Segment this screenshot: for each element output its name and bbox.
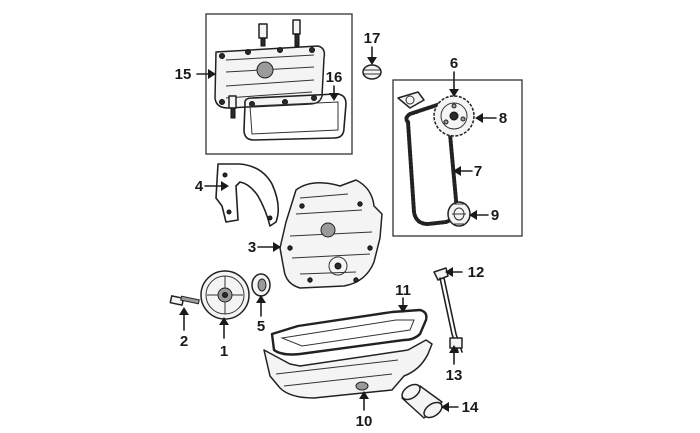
dipstick-assembly [433, 267, 463, 353]
crankshaft-sprocket [447, 201, 471, 227]
callout-2: 2 [180, 333, 188, 350]
oil-pan-gasket [270, 308, 428, 356]
callout-17: 17 [364, 30, 381, 47]
callout-5: 5 [257, 318, 265, 335]
front-crank-seal [251, 273, 271, 297]
crankshaft-pulley [200, 270, 250, 320]
callout-16: 16 [326, 69, 343, 86]
oil-filler-cap [362, 64, 382, 80]
callout-6: 6 [450, 55, 458, 72]
callout-13: 13 [446, 367, 463, 384]
valve-cover-bolts [219, 47, 317, 107]
pulley-bolt [169, 295, 200, 306]
oil-fill-port [256, 61, 274, 79]
timing-group [392, 79, 523, 237]
spark-plug-studs [228, 19, 301, 119]
oil-pan-gasket-inner [280, 319, 415, 347]
callout-11: 11 [395, 282, 411, 299]
callout-10: 10 [356, 413, 373, 430]
callout-labels: 1 2 3 4 5 6 7 8 9 10 11 12 13 14 15 16 1… [175, 30, 508, 430]
tensioner-plate [397, 91, 425, 109]
valve-cover-inset-box [205, 13, 353, 155]
callout-14: 14 [462, 399, 479, 416]
callout-8: 8 [499, 110, 507, 127]
callout-12: 12 [468, 264, 485, 281]
timing-inset-box [392, 79, 523, 237]
drain-plug [355, 381, 369, 391]
callout-7: 7 [474, 163, 482, 180]
oil-filter [401, 383, 443, 419]
callout-15: 15 [175, 66, 192, 83]
callout-3: 3 [248, 239, 256, 256]
leader-lines [179, 46, 497, 412]
valve-cover-gasket [243, 93, 347, 141]
timing-cover-gasket [215, 163, 280, 227]
callout-9: 9 [491, 207, 499, 224]
timing-cover [279, 179, 383, 289]
valve-cover-gasket-inner [249, 101, 339, 135]
oil-pan [263, 339, 433, 399]
callout-1: 1 [220, 343, 228, 360]
callout-4: 4 [195, 178, 204, 195]
oil-pan-ridges [275, 359, 399, 387]
timing-chain [404, 101, 459, 226]
valve-cover-group [205, 13, 353, 155]
